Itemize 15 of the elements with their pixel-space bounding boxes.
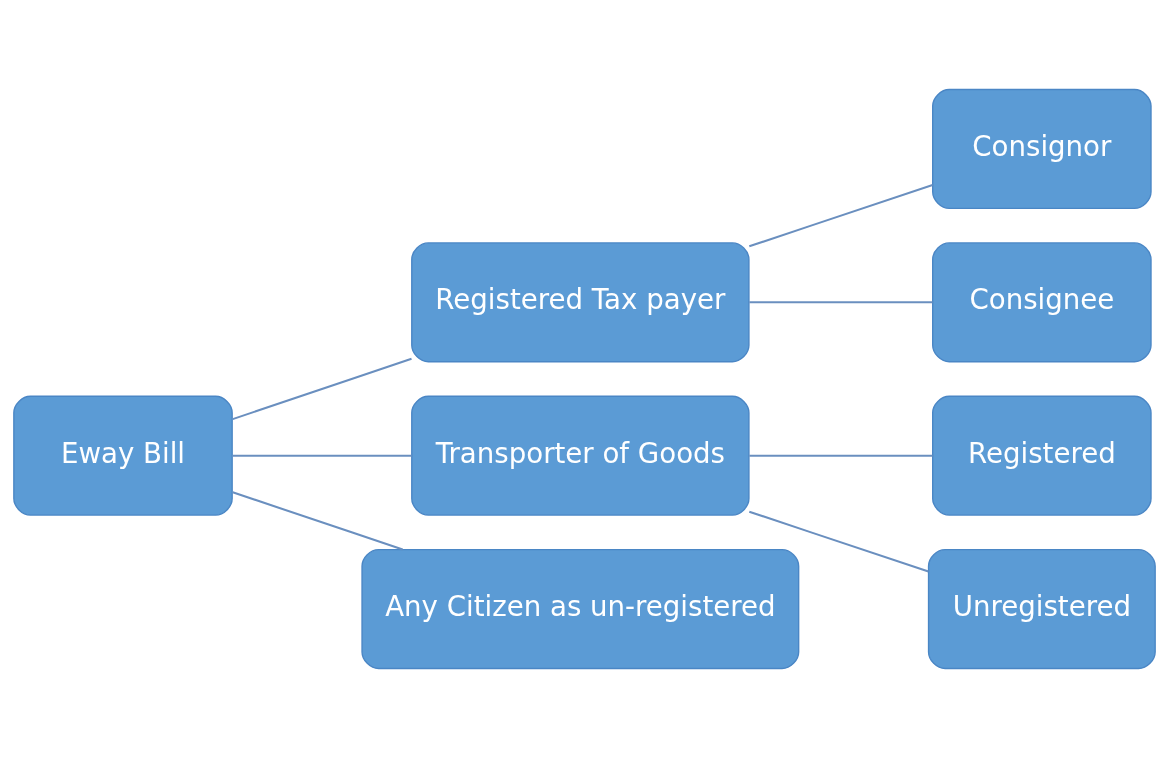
connector [748, 510, 929, 573]
node-box: Any Citizen as un-registered [361, 548, 800, 669]
connector [232, 357, 412, 420]
node-box: Unregistered [927, 548, 1156, 669]
node-box: Registered [932, 395, 1152, 516]
connector [232, 490, 403, 551]
connector [749, 454, 933, 457]
connector [232, 454, 412, 457]
connector [748, 183, 933, 247]
node-box: Consignee [932, 241, 1152, 362]
node-box: Eway Bill [13, 395, 233, 516]
node-box: Transporter of Goods [411, 395, 750, 516]
node-box: Consignor [932, 88, 1152, 209]
node-box: Registered Tax payer [411, 241, 750, 362]
connector [749, 300, 933, 303]
